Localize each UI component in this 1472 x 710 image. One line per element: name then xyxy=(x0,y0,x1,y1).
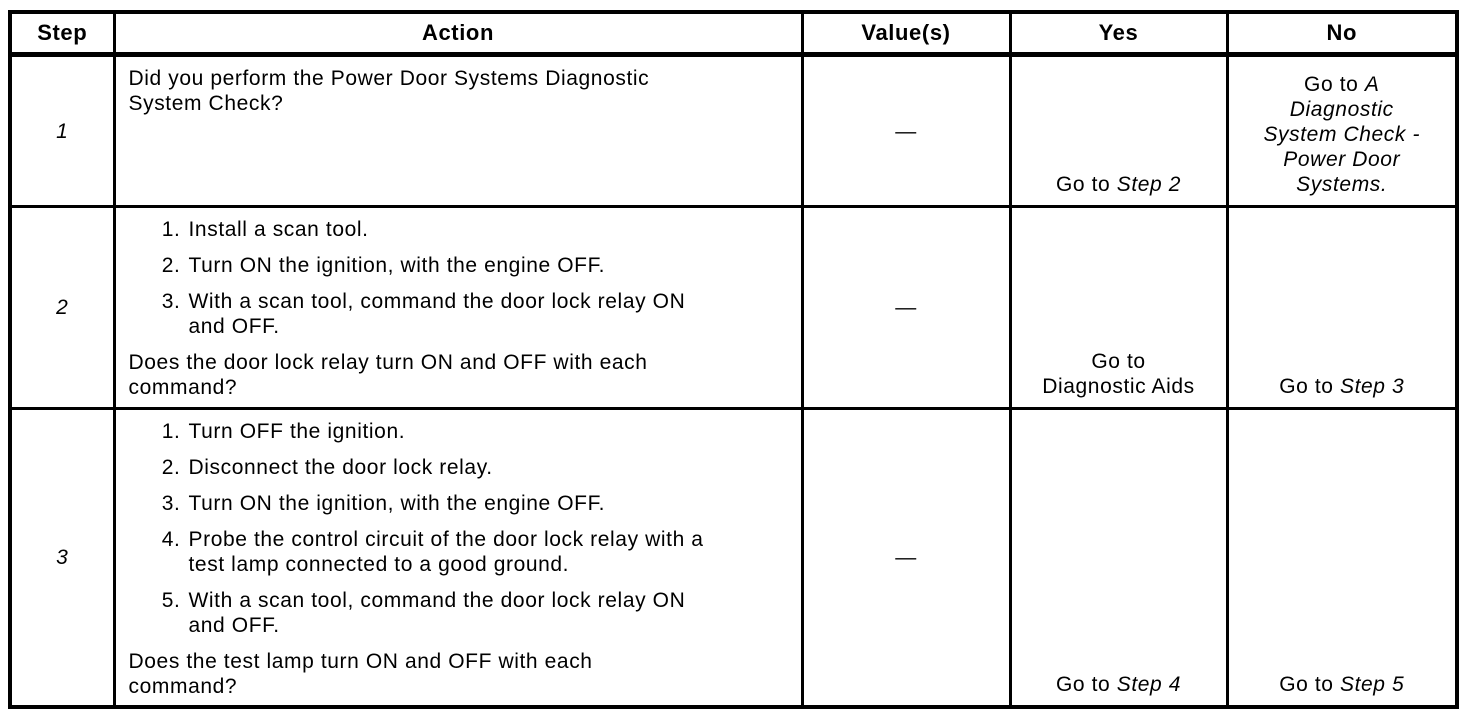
table-row: 3 1. Turn OFF the ignition. 2. Disconnect th… xyxy=(8,407,1459,709)
action-list-item: 1. Install a scan tool. xyxy=(151,217,789,242)
list-item-number: 4. xyxy=(161,528,181,551)
list-item-text: Turn ON the ignition, with the engine OF… xyxy=(188,254,606,277)
reference-text: Step 2 xyxy=(1116,173,1182,196)
list-item-number: 2. xyxy=(161,254,181,277)
action-question: Does the door lock relay turn ON and OFF… xyxy=(128,351,648,399)
yes-result-cell: Go to Step 2 xyxy=(1008,53,1229,208)
list-item-text: Probe the control circuit of the door lo… xyxy=(188,528,704,576)
list-item-number: 5. xyxy=(161,589,181,612)
list-item-number: 1. xyxy=(161,420,181,443)
step-number-cell: 1 xyxy=(8,53,116,208)
yes-result-cell: Go to Step 4 xyxy=(1008,407,1229,709)
list-item-number: 2. xyxy=(161,456,181,479)
step-number-cell: 2 xyxy=(8,205,116,410)
reference-text: Step 3 xyxy=(1339,375,1405,398)
no-result-cell: Go to Step 5 xyxy=(1225,407,1459,709)
header-step: Step xyxy=(8,10,116,57)
values-cell: — xyxy=(800,205,1012,410)
action-list-item: 1. Turn OFF the ignition. xyxy=(151,419,789,444)
list-item-text: Turn OFF the ignition. xyxy=(188,420,406,443)
header-action: Action xyxy=(112,10,804,57)
step-number-cell: 3 xyxy=(8,407,116,709)
plain-text: Go to xyxy=(1279,375,1340,398)
action-cell: Did you perform the Power Door Systems D… xyxy=(112,53,804,208)
plain-text: Go to xyxy=(1055,173,1117,196)
values-cell: — xyxy=(800,53,1012,208)
list-item-text: With a scan tool, command the door lock … xyxy=(188,290,686,338)
action-list-item: 2. Disconnect the door lock relay. xyxy=(151,455,789,480)
no-result-cell: Go to A Diagnostic System Check - Power … xyxy=(1225,53,1459,208)
list-item-number: 3. xyxy=(161,290,181,313)
reference-text: A Diagnostic System Check - Power Door S… xyxy=(1263,73,1421,196)
no-result-cell: Go to Step 3 xyxy=(1225,205,1459,410)
action-list-item: 3. Turn ON the ignition, with the engine … xyxy=(151,491,789,516)
list-item-number: 3. xyxy=(161,492,181,515)
header-values: Value(s) xyxy=(800,10,1012,57)
plain-text: Go to xyxy=(1304,73,1365,96)
action-intro: Did you perform the Power Door Systems D… xyxy=(128,67,650,115)
action-list-item: 5. With a scan tool, command the door loc… xyxy=(151,588,789,638)
plain-text: Go to Diagnostic Aids xyxy=(1042,350,1195,398)
list-item-text: Turn ON the ignition, with the engine OF… xyxy=(188,492,606,515)
action-list: 1. Install a scan tool. 2. Turn ON the igni… xyxy=(151,217,789,339)
reference-text: Step 5 xyxy=(1339,673,1405,696)
list-item-text: With a scan tool, command the door lock … xyxy=(188,589,686,637)
header-no: No xyxy=(1225,10,1459,57)
values-cell: — xyxy=(800,407,1012,709)
action-cell: 1. Turn OFF the ignition. 2. Disconnect the… xyxy=(112,407,804,709)
list-item-number: 1. xyxy=(161,218,181,241)
table-row: 2 1. Install a scan tool. 2. Turn ON the ign… xyxy=(8,205,1459,410)
list-item-text: Disconnect the door lock relay. xyxy=(188,456,493,479)
reference-text: Step 4 xyxy=(1116,673,1182,696)
table-header-row: Step Action Value(s) Yes No xyxy=(8,10,1459,57)
plain-text: Go to xyxy=(1055,673,1117,696)
header-yes: Yes xyxy=(1008,10,1229,57)
action-cell: 1. Install a scan tool. 2. Turn ON the igni… xyxy=(112,205,804,410)
yes-result-cell: Go to Diagnostic Aids xyxy=(1008,205,1229,410)
action-question: Does the test lamp turn ON and OFF with … xyxy=(128,650,593,698)
plain-text: Go to xyxy=(1279,673,1340,696)
list-item-text: Install a scan tool. xyxy=(188,218,369,241)
action-list: 1. Turn OFF the ignition. 2. Disconnect the… xyxy=(151,419,789,638)
action-list-item: 4. Probe the control circuit of the door … xyxy=(151,527,789,577)
action-list-item: 2. Turn ON the ignition, with the engine … xyxy=(151,253,789,278)
action-list-item: 3. With a scan tool, command the door loc… xyxy=(151,289,789,339)
